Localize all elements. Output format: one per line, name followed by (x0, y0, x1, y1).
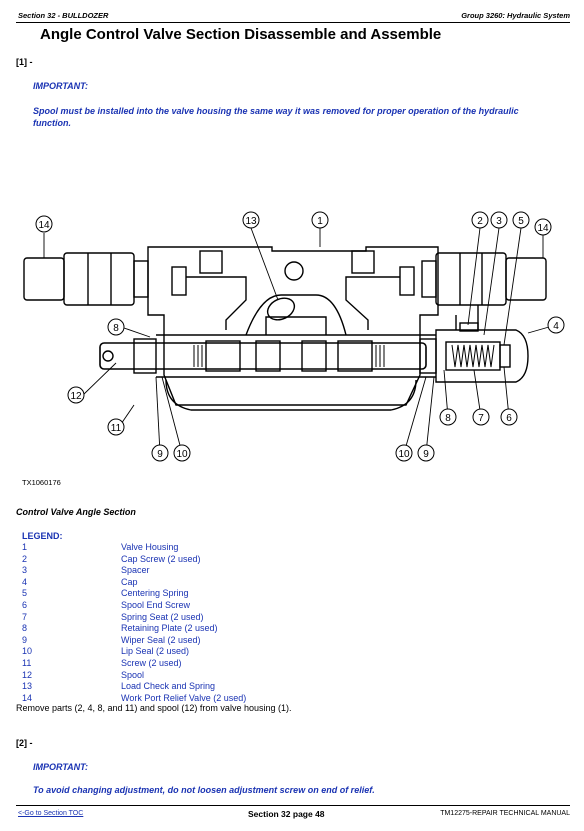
callout-12: 12 (67, 386, 85, 404)
step-1-important-label: IMPORTANT: (33, 81, 88, 91)
step-2-important-text: To avoid changing adjustment, do not loo… (33, 785, 375, 795)
figure-id: TX1060176 (22, 478, 61, 487)
svg-text:11: 11 (111, 423, 122, 434)
svg-text:14: 14 (537, 223, 549, 234)
callout-7: 7 (472, 408, 490, 426)
cap-assembly (435, 329, 529, 383)
callout-9-left: 9 (151, 444, 169, 462)
step-1-label: [1] - (16, 57, 33, 67)
step-1-important-text: Spool must be installed into the valve h… (33, 106, 519, 128)
page-title: Angle Control Valve Section Disassemble … (40, 26, 442, 43)
svg-text:9: 9 (423, 449, 429, 460)
header-group: Group 3260: Hydraulic System (461, 11, 570, 20)
step-2-label: [2] - (16, 738, 33, 748)
figure-caption: Control Valve Angle Section (16, 507, 136, 517)
go-to-section-toc-link[interactable]: <-Go to Section TOC (18, 810, 84, 817)
callout-11: 11 (107, 418, 125, 436)
callout-13: 13 (242, 211, 260, 229)
callout-1: 1 (311, 211, 329, 229)
callout-9-right: 9 (417, 444, 435, 462)
callout-8-right: 8 (439, 408, 457, 426)
manual-id: TM12275-REPAIR TECHNICAL MANUAL (440, 810, 570, 817)
valve-section-figure: 14 13 1 2 3 5 14 4 8 12 11 9 10 10 9 8 7… (16, 205, 576, 470)
callout-8-left: 8 (107, 318, 125, 336)
svg-text:10: 10 (176, 449, 188, 460)
callout-14-left: 14 (35, 215, 53, 233)
callout-10-right: 10 (395, 444, 413, 462)
left-relief-body (63, 252, 135, 306)
callout-4: 4 (547, 316, 565, 334)
svg-text:12: 12 (70, 391, 82, 402)
left-relief-valve (23, 257, 65, 301)
valve-housing-outline (147, 246, 439, 406)
footer-divider (16, 805, 570, 806)
svg-text:4: 4 (553, 321, 559, 332)
svg-text:8: 8 (445, 413, 451, 424)
remove-instruction: Remove parts (2, 4, 8, and 11) and spool… (16, 703, 292, 713)
callout-6: 6 (500, 408, 518, 426)
svg-text:9: 9 (157, 449, 163, 460)
svg-text:13: 13 (245, 216, 257, 227)
svg-text:6: 6 (506, 413, 512, 424)
header-section: Section 32 - BULLDOZER (18, 11, 109, 20)
svg-text:7: 7 (478, 413, 484, 424)
svg-text:8: 8 (113, 323, 119, 334)
svg-text:1: 1 (317, 216, 323, 227)
callout-3: 3 (490, 211, 508, 229)
svg-text:5: 5 (518, 216, 524, 227)
right-relief-valve (505, 257, 547, 301)
page-number: Section 32 page 48 (248, 809, 325, 819)
step-2-important-label: IMPORTANT: (33, 762, 88, 772)
callout-10-left: 10 (173, 444, 191, 462)
svg-text:2: 2 (477, 216, 483, 227)
svg-text:3: 3 (496, 216, 502, 227)
callout-2: 2 (471, 211, 489, 229)
legend-title: LEGEND: (22, 531, 63, 541)
svg-text:10: 10 (398, 449, 410, 460)
callout-5: 5 (512, 211, 530, 229)
svg-text:14: 14 (38, 220, 50, 231)
header-divider (16, 22, 570, 23)
callout-14-right: 14 (534, 218, 552, 236)
spool (99, 342, 427, 370)
